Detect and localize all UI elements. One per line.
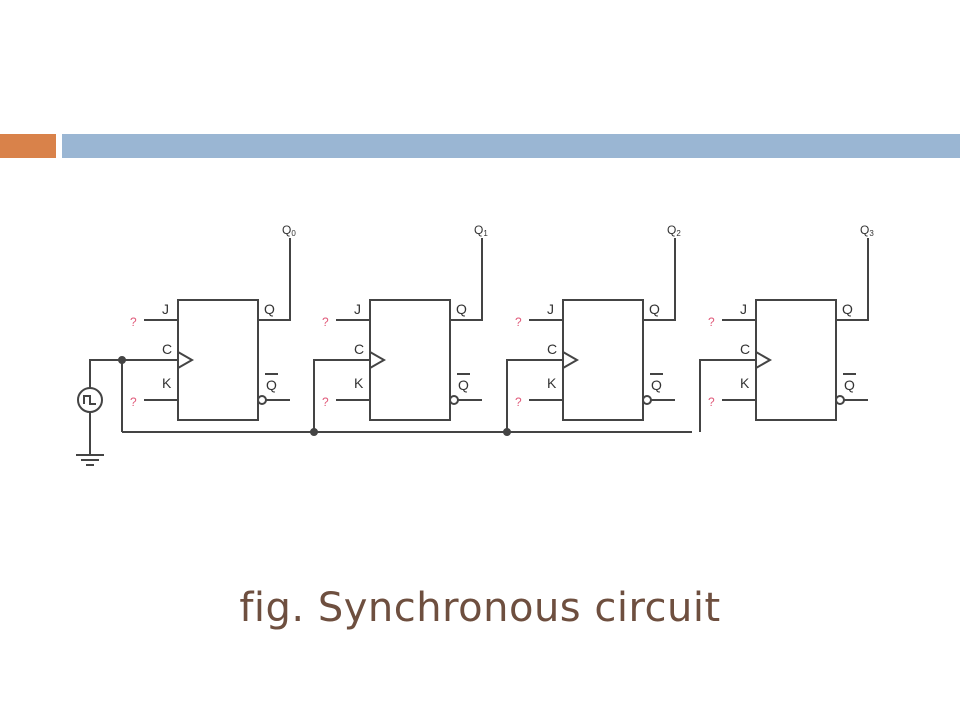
pin-label-c-3: C: [740, 341, 750, 357]
pin-label-q-2: Q: [649, 301, 660, 317]
clock-line-to-ff3: [699, 359, 756, 432]
j-input-marker-0: ?: [130, 315, 137, 329]
pin-label-j-3: J: [740, 301, 747, 317]
q-output-wire-1: [450, 238, 483, 321]
clock-line-to-ff2: [506, 359, 563, 432]
qbar-bubble-3: [835, 395, 845, 405]
pin-label-q-0: Q: [264, 301, 275, 317]
clock-line-to-ff0: [89, 359, 178, 388]
clock-triangle-2: [562, 351, 580, 369]
pin-label-c-0: C: [162, 341, 172, 357]
pin-label-j-1: J: [354, 301, 361, 317]
accent-bar-orange: [0, 134, 56, 158]
pin-label-qbar-1: Q: [458, 377, 469, 393]
output-label-q2: Q2: [667, 223, 681, 238]
qbar-bubble-1: [449, 395, 459, 405]
j-input-marker-2: ?: [515, 315, 522, 329]
j-input-marker-1: ?: [322, 315, 329, 329]
output-label-q0: Q0: [282, 223, 296, 238]
pin-label-j-0: J: [162, 301, 169, 317]
pin-label-k-2: K: [547, 375, 557, 391]
clock-triangle-1: [369, 351, 387, 369]
pin-label-c-2: C: [547, 341, 557, 357]
q-output-wire-3: [836, 238, 869, 321]
square-wave-icon: [83, 395, 96, 405]
clock-triangle-0: [177, 351, 195, 369]
pin-label-qbar-0: Q: [266, 377, 277, 393]
qbar-bubble-0: [257, 395, 267, 405]
pin-label-qbar-3: Q: [844, 377, 855, 393]
junction-dot: [118, 356, 126, 364]
clock-triangle-3: [755, 351, 773, 369]
clock-line-to-ff1: [313, 359, 370, 432]
output-label-q1: Q1: [474, 223, 488, 238]
output-label-q3: Q3: [860, 223, 874, 238]
k-input-marker-2: ?: [515, 395, 522, 409]
pin-label-k-3: K: [740, 375, 750, 391]
k-input-marker-3: ?: [708, 395, 715, 409]
pin-label-qbar-2: Q: [651, 377, 662, 393]
qbar-bubble-2: [642, 395, 652, 405]
q-output-wire-0: [258, 238, 291, 321]
pin-label-k-1: K: [354, 375, 364, 391]
pin-label-j-2: J: [547, 301, 554, 317]
pin-label-k-0: K: [162, 375, 172, 391]
pin-label-c-1: C: [354, 341, 364, 357]
figure-caption: fig. Synchronous circuit: [239, 585, 721, 631]
accent-bar-blue: [62, 134, 960, 158]
j-input-marker-3: ?: [708, 315, 715, 329]
q-output-wire-2: [643, 238, 676, 321]
k-input-marker-0: ?: [130, 395, 137, 409]
pin-label-q-3: Q: [842, 301, 853, 317]
pin-label-q-1: Q: [456, 301, 467, 317]
k-input-marker-1: ?: [322, 395, 329, 409]
